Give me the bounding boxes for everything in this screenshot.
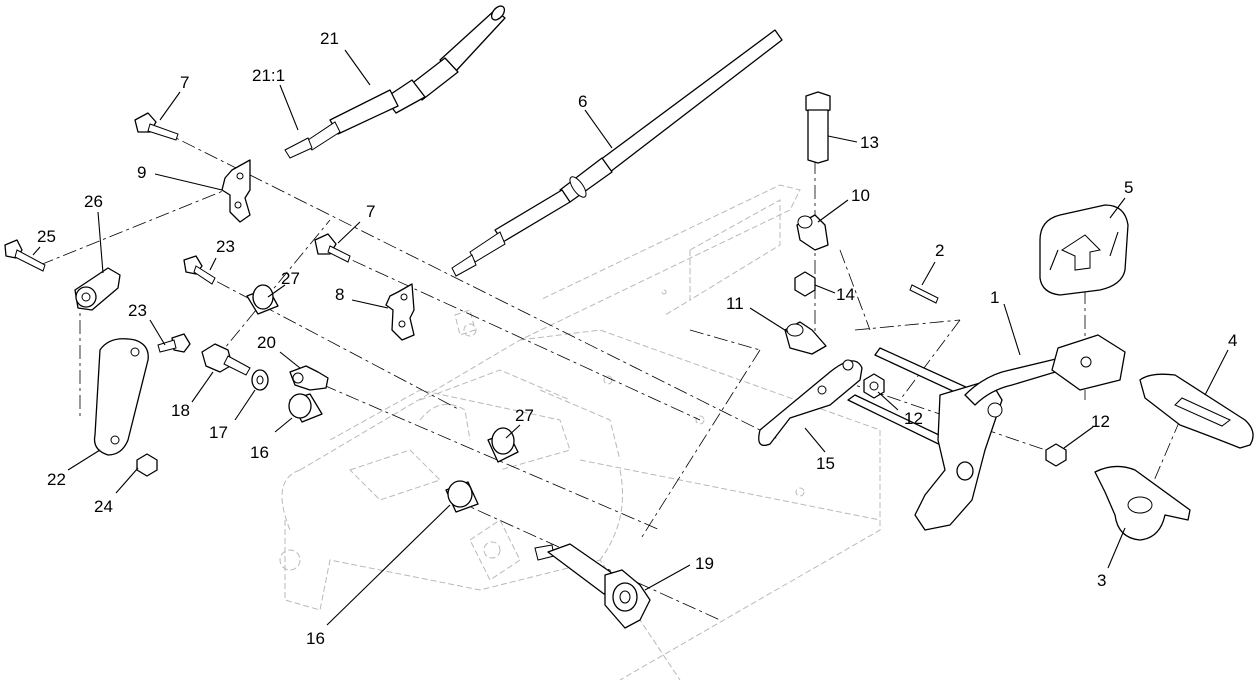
callout-23-upper: 23 <box>216 237 235 256</box>
callout-1: 1 <box>990 288 999 307</box>
part-24-nut <box>136 453 158 477</box>
callout-24: 24 <box>94 497 113 516</box>
callout-21: 21 <box>320 29 339 48</box>
callout-11: 11 <box>726 294 744 313</box>
part-9-bracket <box>221 159 251 223</box>
part-18-bolt <box>201 343 251 376</box>
callout-labels: 1 2 3 4 5 6 7 7 8 9 10 11 12 12 13 14 15… <box>37 29 1237 648</box>
part-1-pedal-arm <box>847 334 1126 531</box>
callout-leaders <box>32 49 1229 626</box>
callout-6: 6 <box>578 92 587 111</box>
callout-25: 25 <box>37 227 56 246</box>
part-25-bolt <box>4 239 46 272</box>
part-14-nut <box>794 271 816 297</box>
part-7-bolt-lower <box>314 233 351 263</box>
callout-17: 17 <box>209 423 228 442</box>
callout-12-left: 12 <box>904 409 923 428</box>
callout-26: 26 <box>84 192 103 211</box>
callout-12-right: 12 <box>1091 412 1110 431</box>
callout-7-upper: 7 <box>180 73 189 92</box>
callout-23-lower: 23 <box>128 301 147 320</box>
callout-16-lower: 16 <box>306 629 325 648</box>
callout-4: 4 <box>1228 331 1237 350</box>
part-5-pad <box>1039 204 1129 296</box>
part-12-nut-right <box>1045 443 1067 467</box>
part-16-spacer-lower <box>445 480 479 513</box>
part-6-cable <box>451 29 783 277</box>
part-11-pivot <box>784 321 827 355</box>
callout-19: 19 <box>695 554 714 573</box>
part-22-lever <box>93 338 149 456</box>
callout-27-upper: 27 <box>281 269 300 288</box>
part-23-bolt-lower <box>157 333 191 353</box>
part-15-bracket <box>758 359 863 447</box>
callout-10: 10 <box>851 186 870 205</box>
part-27-spacer-upper <box>246 284 279 315</box>
callout-18: 18 <box>171 401 190 420</box>
callout-3: 3 <box>1097 571 1106 590</box>
callout-5: 5 <box>1124 178 1133 197</box>
part-12-nut-left <box>863 373 885 399</box>
frame-ghost <box>279 184 881 680</box>
callout-13: 13 <box>860 133 879 152</box>
callout-9: 9 <box>137 163 146 182</box>
callout-2: 2 <box>935 241 944 260</box>
callout-16-upper: 16 <box>250 443 269 462</box>
callout-8: 8 <box>335 285 344 304</box>
part-4-pedal <box>1139 373 1254 449</box>
part-8-bracket <box>385 283 415 341</box>
callout-22: 22 <box>47 470 66 489</box>
callout-21-1: 21:1 <box>252 66 285 85</box>
part-10-pivot <box>796 214 829 251</box>
part-27-spacer-lower <box>487 427 519 463</box>
part-16-spacer-upper <box>288 393 323 423</box>
callout-14: 14 <box>836 285 855 304</box>
callout-7-lower: 7 <box>366 202 375 221</box>
part-20-fitting <box>289 365 329 391</box>
part-13-bolt <box>805 91 831 164</box>
part-2-pin <box>909 284 939 304</box>
callout-27-lower: 27 <box>515 406 534 425</box>
part-7-bolt-upper <box>134 112 179 141</box>
part-23-bolt-upper <box>183 255 216 285</box>
callout-20: 20 <box>257 333 276 352</box>
part-21-cable <box>284 5 506 159</box>
part-26-rod-end <box>74 267 121 311</box>
part-3-bracket <box>1094 465 1191 541</box>
callout-15: 15 <box>816 454 835 473</box>
part-19-shaft <box>534 543 651 629</box>
part-17-washer <box>251 369 269 391</box>
